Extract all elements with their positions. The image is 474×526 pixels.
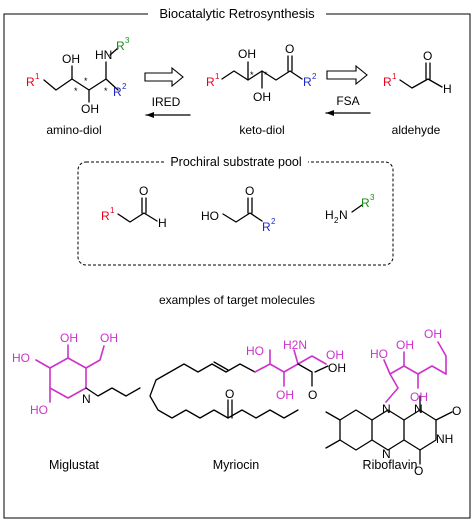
enzyme-ired-label: IRED <box>152 95 181 109</box>
keto-diol-r2-sup: 2 <box>312 72 317 81</box>
forward-arrow-2-head <box>326 110 334 116</box>
myriocin-h2n: H2N <box>283 338 307 352</box>
amino-diol-oh-bottom: OH <box>81 102 99 116</box>
amino-diol-star-3: * <box>104 86 108 96</box>
riboflavin-ho-1: HO <box>370 347 388 361</box>
riboflavin-nh: NH <box>436 432 453 446</box>
pool-title-backdrop <box>164 152 308 170</box>
forward-arrow-1-head <box>146 112 154 118</box>
myriocin-cooh: OH <box>328 361 346 375</box>
keto-diol-structure: R 1 OH O R 2 OH * * keto-diol <box>206 42 317 137</box>
pool-hydroxyketone-r2-letter: R <box>262 220 271 234</box>
pool-hydroxyketone-ho: HO <box>201 209 219 223</box>
keto-diol-star-1: * <box>250 70 254 80</box>
myriocin-structure: HO H2N OH OH O OH O Myriocin <box>149 338 346 472</box>
pool-aldehyde: R 1 O H <box>101 184 167 230</box>
title-backdrop <box>148 5 326 23</box>
amino-diol-hn: HN <box>95 48 112 62</box>
pool-hydroxyketone-r2-sup: 2 <box>271 217 276 226</box>
miglustat-oh-right: OH <box>100 331 118 345</box>
aldehyde-structure: R 1 O H aldehyde <box>383 49 452 137</box>
keto-diol-r2-letter: R <box>303 75 312 89</box>
pool-aldehyde-h: H <box>158 216 167 230</box>
riboflavin-n-3: N <box>414 402 423 416</box>
amino-diol-r1-sup: 1 <box>35 72 40 81</box>
keto-diol-oh-bottom: OH <box>253 90 271 104</box>
riboflavin-o-2: O <box>414 464 423 478</box>
amino-diol-r2-sup: 2 <box>122 82 127 91</box>
pool-aldehyde-r1-letter: R <box>101 209 110 223</box>
examples-heading: examples of target molecules <box>159 293 315 307</box>
pool-amine-h: H <box>325 208 334 222</box>
substrate-pool-title: Prochiral substrate pool <box>170 155 301 169</box>
aldehyde-r1-sup: 1 <box>392 72 397 81</box>
riboflavin-oh-3: OH <box>410 390 428 404</box>
keto-diol-star-2: * <box>264 70 268 80</box>
miglustat-oh-top: OH <box>60 331 78 345</box>
aldehyde-r1-letter: R <box>383 75 392 89</box>
figure-title: Biocatalytic Retrosynthesis <box>159 6 315 21</box>
amino-diol-r2-letter: R <box>113 85 122 99</box>
pool-hydroxyketone-o: O <box>245 184 254 198</box>
pool-amine-h-sub: 2 <box>334 216 339 225</box>
myriocin-oh-bottom: OH <box>276 388 294 402</box>
miglustat-ho-bottom: HO <box>30 403 48 417</box>
myriocin-ho: HO <box>246 344 264 358</box>
amino-diol-label: amino-diol <box>46 123 101 137</box>
miglustat-ho-left: HO <box>12 351 30 365</box>
amino-diol-r1-letter: R <box>26 75 35 89</box>
retro-arrow-1 <box>144 66 184 88</box>
aldehyde-h: H <box>443 82 452 96</box>
pool-amine: H 2 N R 3 <box>325 193 375 225</box>
riboflavin-oh-2: OH <box>396 338 414 352</box>
substrate-pool-box <box>77 161 394 266</box>
riboflavin-n-1: N <box>382 402 391 416</box>
amino-diol-oh-top: OH <box>62 52 80 66</box>
miglustat-n: N <box>82 392 91 406</box>
keto-diol-r1-sup: 1 <box>215 72 220 81</box>
keto-diol-o: O <box>285 42 294 56</box>
amino-diol-r3-sup: 3 <box>125 36 130 45</box>
myriocin-o-acid: O <box>308 388 317 402</box>
riboflavin-name: Riboflavin <box>363 458 418 472</box>
myriocin-oh-ch2: OH <box>326 348 344 362</box>
myriocin-name: Myriocin <box>213 458 260 472</box>
amino-diol-star-2: * <box>84 76 88 86</box>
pool-hydroxyketone: HO O R 2 <box>201 184 276 234</box>
keto-diol-oh-top: OH <box>238 47 256 61</box>
miglustat-name: Miglustat <box>49 458 100 472</box>
aldehyde-label: aldehyde <box>392 123 441 137</box>
riboflavin-o-1: O <box>452 404 461 418</box>
myriocin-o-ketone: O <box>225 387 234 401</box>
aldehyde-o: O <box>423 49 432 63</box>
retro-arrow-2 <box>326 64 368 86</box>
riboflavin-oh-1: OH <box>424 327 442 341</box>
enzyme-fsa-label: FSA <box>336 94 359 108</box>
riboflavin-structure: OH HO OH OH N N N NH O O Riboflavin <box>325 327 461 478</box>
pool-aldehyde-o: O <box>139 184 148 198</box>
miglustat-structure: OH OH HO HO N Miglustat <box>12 331 141 472</box>
riboflavin-n-2: N <box>382 447 391 461</box>
pool-amine-r3-sup: 3 <box>370 193 375 202</box>
keto-diol-r1-letter: R <box>206 75 215 89</box>
pool-amine-n: N <box>339 208 348 222</box>
pool-amine-r3-letter: R <box>361 196 370 210</box>
keto-diol-label: keto-diol <box>239 123 284 137</box>
amino-diol-r3-letter: R <box>116 39 125 53</box>
pool-aldehyde-r1-sup: 1 <box>110 206 115 215</box>
amino-diol-structure: R 1 OH HN R 3 R 2 OH * * * amino-diol <box>26 36 130 137</box>
amino-diol-star-1: * <box>74 86 78 96</box>
